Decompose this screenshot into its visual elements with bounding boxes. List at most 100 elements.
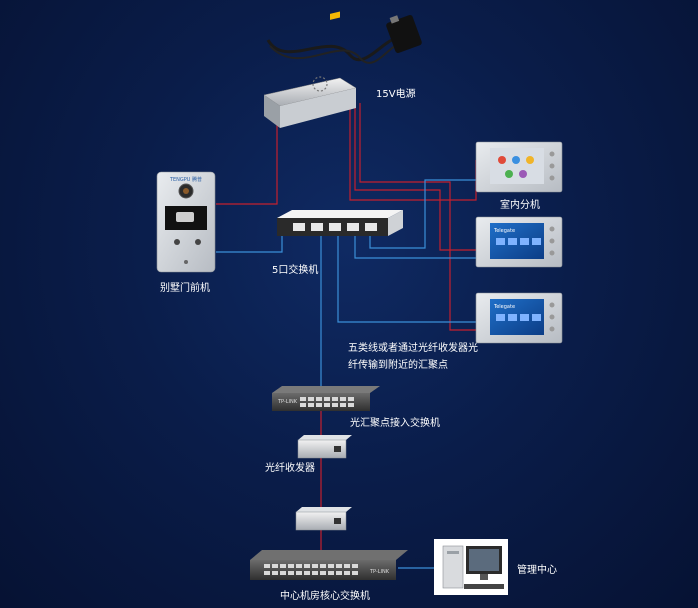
core-port	[296, 571, 302, 575]
switch5-side	[388, 210, 403, 236]
label-door: 别墅门前机	[160, 281, 210, 294]
core-port	[344, 564, 350, 568]
indoor-3-brand: Telegate	[493, 304, 515, 310]
door-button-1	[174, 239, 180, 245]
core-port	[336, 571, 342, 575]
core-port	[312, 564, 318, 568]
core-port	[336, 564, 342, 568]
power-lines	[216, 103, 477, 553]
label-indoor: 室内分机	[500, 198, 540, 211]
door-button-2	[195, 239, 201, 245]
fiber-transceiver-2	[295, 507, 352, 531]
indoor-2-btn-1	[549, 226, 555, 232]
indoor-1-btn-1	[549, 151, 555, 157]
indoor-1-btn-2	[549, 163, 555, 169]
core-port	[312, 571, 318, 575]
agg-port	[348, 397, 354, 401]
net-line-to-indoor-2	[354, 236, 476, 259]
core-port	[288, 571, 294, 575]
indoor-3-tile-2	[508, 314, 517, 321]
indoor-3-btn-2	[549, 314, 555, 320]
switch5-top	[277, 210, 403, 218]
fx2-front	[295, 511, 347, 531]
management-computer	[434, 539, 508, 595]
label-power: 15V电源	[376, 87, 416, 100]
core-port	[280, 571, 286, 575]
label-core-switch: 中心机房核心交换机	[280, 589, 370, 602]
core-brand: TP-LINK	[369, 569, 390, 575]
indoor-2-tile-3	[520, 238, 529, 245]
psu-fan-vent	[312, 76, 328, 92]
indoor-1-screen	[490, 148, 544, 184]
label-transceiver: 光纤收发器	[265, 461, 315, 474]
door-card-icon	[176, 212, 194, 222]
core-port	[328, 564, 334, 568]
indoor-1-app-d	[505, 170, 513, 178]
psu-side	[264, 95, 280, 128]
core-port	[344, 571, 350, 575]
indoor-3-tile-3	[520, 314, 529, 321]
indoor-2-btn-2	[549, 238, 555, 244]
agg-port	[332, 403, 338, 407]
indoor-1-app-e	[519, 170, 527, 178]
agg-port	[308, 403, 314, 407]
core-port	[264, 564, 270, 568]
indoor-2-btn-3	[549, 250, 555, 256]
fx1-top	[298, 435, 352, 440]
core-port	[304, 571, 310, 575]
indoor-1-app-a	[498, 156, 506, 164]
fx2-port	[334, 518, 341, 524]
agg-port	[300, 397, 306, 401]
label-cable-line2: 纤传输到附近的汇聚点	[348, 358, 448, 371]
psu-terminal-yellow	[330, 11, 340, 20]
core-front	[250, 560, 396, 580]
fx1-front	[297, 439, 347, 459]
mgmt-keyboard	[464, 584, 504, 589]
indoor-unit-3	[475, 292, 563, 344]
fiber-transceiver-1	[297, 435, 352, 459]
core-port	[288, 564, 294, 568]
label-switch5: 5口交换机	[272, 263, 318, 276]
door-brand: TENGPU 腾普	[169, 176, 202, 183]
mgmt-monitor-stand	[480, 574, 488, 580]
agg-port	[332, 397, 338, 401]
core-port	[352, 564, 358, 568]
core-port	[296, 564, 302, 568]
agg-brand: TP-LINK	[277, 399, 298, 405]
core-port	[272, 571, 278, 575]
core-ports	[264, 564, 358, 575]
fx2-top	[296, 507, 352, 512]
fx1-port	[334, 446, 341, 452]
indoor-3-btn-3	[549, 326, 555, 332]
power-supply-15v	[263, 11, 357, 128]
switch5-ports	[293, 223, 377, 231]
door-speaker	[184, 260, 188, 264]
indoor-3-btn-1	[549, 302, 555, 308]
aggregation-switch	[272, 386, 380, 411]
indoor-3-tile-1	[496, 314, 505, 321]
switch5-port-1	[293, 223, 305, 231]
core-port	[328, 571, 334, 575]
mgmt-tower	[442, 545, 464, 589]
switch5-port-5	[365, 223, 377, 231]
core-port	[320, 564, 326, 568]
core-port	[272, 564, 278, 568]
indoor-2-tile-2	[508, 238, 517, 245]
power-cable-2	[269, 45, 396, 64]
psu-front	[280, 88, 356, 128]
label-mgmt: 管理中心	[517, 563, 557, 576]
agg-ports	[300, 397, 354, 407]
switch5-port-3	[329, 223, 341, 231]
agg-port	[324, 403, 330, 407]
net-line-to-indoor-1	[369, 179, 476, 249]
indoor-unit-2	[475, 216, 563, 268]
agg-port	[340, 403, 346, 407]
indoor-unit-1	[475, 141, 563, 193]
agg-port	[316, 397, 322, 401]
label-cable-line1: 五类线或者通过光纤收发器光	[348, 341, 478, 354]
indoor-3-tile-4	[532, 314, 541, 321]
mgmt-monitor-screen	[469, 549, 499, 571]
agg-port	[324, 397, 330, 401]
door-station	[156, 171, 216, 273]
